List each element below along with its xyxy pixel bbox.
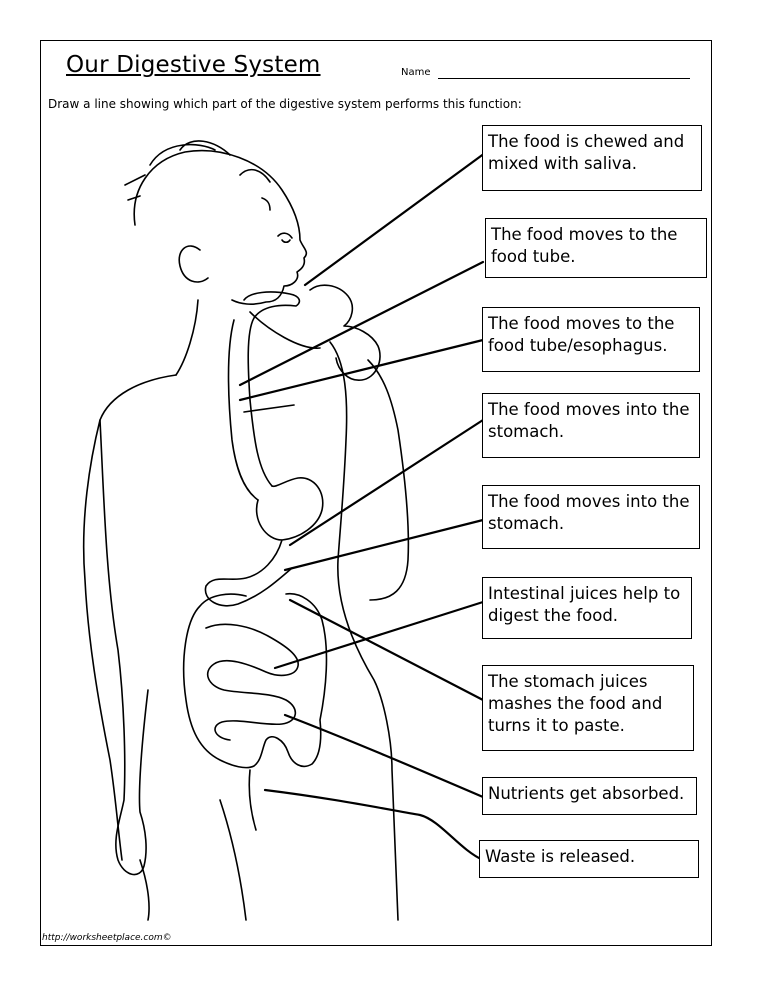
- box-text: digest the food.: [488, 606, 619, 625]
- hips: [139, 799, 247, 921]
- answer-line-4: [288, 418, 485, 547]
- function-box-9: Waste is released.: [479, 840, 699, 878]
- box-text: Nutrients get absorbed.: [488, 784, 685, 803]
- box-text: turns it to paste.: [488, 716, 625, 735]
- function-box-8: Nutrients get absorbed.: [482, 777, 697, 815]
- page-title: Our Digestive System: [66, 52, 321, 78]
- answer-line-9: [263, 788, 485, 862]
- eye: [277, 232, 293, 244]
- forearm: [367, 359, 410, 601]
- box-text: stomach.: [488, 514, 565, 533]
- answer-line-7: [288, 598, 485, 702]
- large-intestine: [182, 593, 328, 769]
- name-label: Name: [401, 67, 431, 78]
- box-text: The food is chewed and: [488, 132, 685, 151]
- ear: [178, 245, 209, 283]
- box-text: food tube/esophagus.: [488, 336, 668, 355]
- function-box-5: The food moves into the stomach.: [482, 485, 700, 549]
- instructions: Draw a line showing which part of the di…: [48, 97, 522, 111]
- stomach: [204, 477, 324, 607]
- box-text: food tube.: [491, 247, 576, 266]
- function-box-7: The stomach juices mashes the food and t…: [482, 665, 694, 751]
- box-text: Intestinal juices help to: [488, 584, 681, 603]
- mouth-tract: [243, 291, 301, 401]
- function-box-1: The food is chewed and mixed with saliva…: [482, 125, 702, 191]
- rectum: [248, 769, 257, 831]
- box-text: mashes the food and: [488, 694, 663, 713]
- worksheet-border: [40, 40, 712, 946]
- back-shoulder: [82, 374, 177, 861]
- box-text: The stomach juices: [488, 672, 648, 691]
- answer-line-2: [238, 260, 485, 387]
- answer-line-5: [283, 518, 485, 572]
- name-field-line[interactable]: [438, 78, 690, 79]
- answer-line-1: [303, 151, 487, 287]
- left-arm: [99, 419, 149, 876]
- answer-line-6: [273, 600, 485, 670]
- box-text: The food moves to the: [491, 225, 678, 244]
- answer-line-3: [238, 338, 485, 402]
- answer-line-8: [283, 713, 485, 799]
- function-box-6: Intestinal juices help to digest the foo…: [482, 577, 692, 639]
- function-box-3: The food moves to the food tube/esophagu…: [482, 307, 700, 372]
- hand: [309, 284, 381, 381]
- box-text: Waste is released.: [485, 847, 636, 866]
- function-box-4: The food moves into the stomach.: [482, 393, 700, 458]
- throat-bar: [243, 404, 295, 413]
- small-intestine: [205, 623, 299, 741]
- function-box-2: The food moves to the food tube.: [485, 218, 707, 278]
- box-text: stomach.: [488, 422, 565, 441]
- hair-lines: [124, 140, 271, 211]
- box-text: The food moves into the: [488, 492, 690, 511]
- box-text: The food moves to the: [488, 314, 675, 333]
- chest-line: [249, 311, 321, 349]
- head-outline: [133, 149, 308, 305]
- raised-arm: [329, 341, 399, 921]
- neck-left: [175, 299, 199, 376]
- footer-credit: http://worksheetplace.com©: [42, 933, 172, 943]
- esophagus: [227, 319, 273, 501]
- box-text: The food moves into the: [488, 400, 690, 419]
- box-text: mixed with saliva.: [488, 154, 638, 173]
